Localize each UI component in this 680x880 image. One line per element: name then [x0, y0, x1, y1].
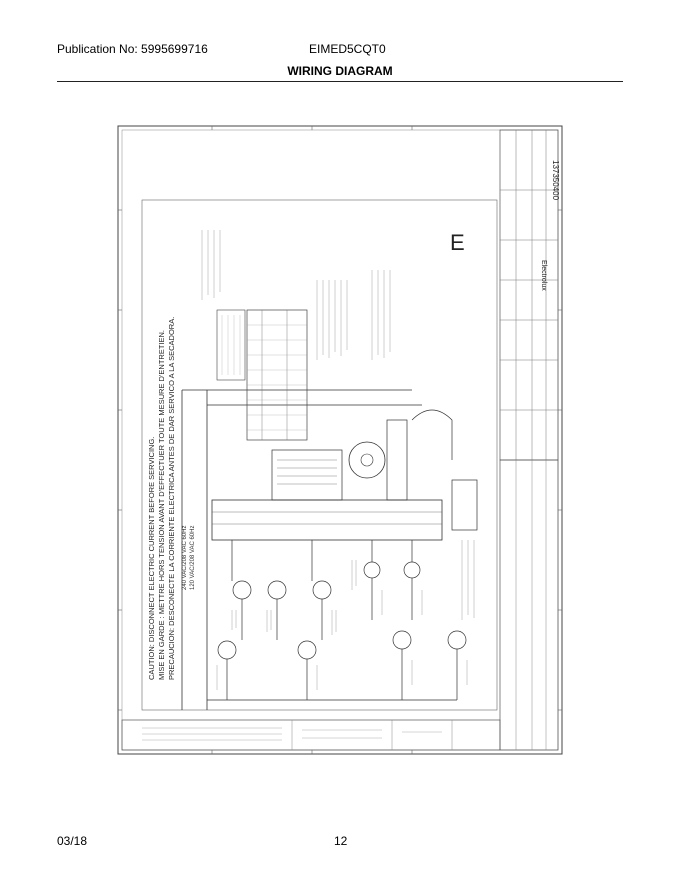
- symbol-legend-table: [216, 309, 308, 441]
- publication-number: Publication No: 5995699716: [57, 42, 208, 56]
- part-number: 137350400: [551, 160, 560, 201]
- voltage-line-1: 240 VAC/208 VAC 60Hz: [182, 526, 188, 590]
- brand-logo: Electrolux: [540, 260, 547, 291]
- wiring-diagram: Electrolux 137350400 CAUTION: DI: [112, 120, 568, 760]
- caution-french: MISE EN GARDE : METTRE HORS TENSION AVAN…: [157, 330, 166, 680]
- header-divider: [57, 81, 623, 82]
- control-board: [211, 449, 443, 541]
- voltage-line-2: 120 VAC/208 VAC 60Hz: [190, 526, 196, 590]
- footer-date: 03/18: [57, 834, 88, 848]
- title-block: Electrolux 137350400: [499, 129, 560, 461]
- caution-spanish: PRECAUCION: DESCONECTE LA CORRIENTE ELEC…: [167, 317, 176, 680]
- notes-block: [201, 230, 475, 620]
- bottom-notes-strip: [121, 719, 501, 751]
- caution-english: CAUTION: DISCONNECT ELECTRIC CURRENT BEF…: [147, 437, 156, 680]
- caution-notice: CAUTION: DISCONNECT ELECTRIC CURRENT BEF…: [147, 317, 196, 680]
- schematic-frame: [141, 199, 498, 711]
- edge-ticks: [118, 126, 562, 754]
- components-row: [207, 409, 478, 701]
- revision-letter: E: [450, 230, 465, 255]
- component-labels: [216, 560, 468, 690]
- page-number: 12: [334, 834, 348, 848]
- diagram-border: [117, 125, 563, 755]
- page-title: WIRING DIAGRAM: [287, 64, 393, 78]
- model-number: EIMED5CQT0: [309, 42, 386, 56]
- revision-strip: [499, 459, 559, 751]
- power-bus: [181, 389, 422, 710]
- drive-motor: [348, 419, 408, 501]
